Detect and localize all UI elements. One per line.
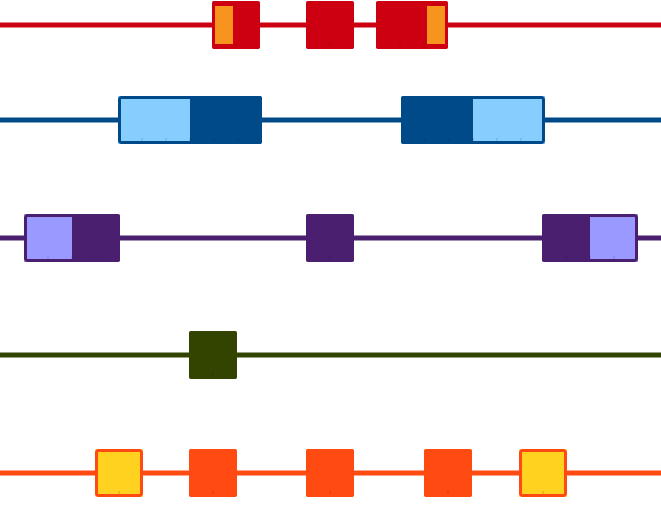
exon-5-5: [519, 449, 567, 497]
exon-5-1: [95, 449, 143, 497]
exon-outline: [519, 449, 567, 497]
track-4: [0, 331, 661, 379]
exon-1-2: [306, 1, 354, 49]
exon-utr-segment: [24, 214, 72, 262]
exon-outline: [212, 1, 260, 49]
exon-1-1: [212, 1, 260, 49]
exon-4-1: [189, 331, 237, 379]
exon-outline: [95, 449, 143, 497]
track-1: [0, 1, 661, 49]
exon-outline: [118, 96, 262, 144]
exon-outline: [306, 1, 354, 49]
exon-body: [306, 214, 354, 262]
exon-body: [424, 449, 472, 497]
exon-outline: [376, 1, 448, 49]
exon-body: [189, 331, 237, 379]
exon-outline: [401, 96, 545, 144]
exon-1-3: [376, 1, 448, 49]
exon-outline: [24, 214, 120, 262]
exon-body: [306, 1, 354, 49]
track-5: [0, 449, 661, 497]
exon-utr-segment: [427, 6, 445, 44]
exon-outline: [189, 449, 237, 497]
track-2: [0, 96, 661, 144]
exon-outline: [424, 449, 472, 497]
exon-5-4: [424, 449, 472, 497]
exon-utr-segment: [118, 96, 190, 144]
exon-3-1: [24, 214, 120, 262]
exon-body: [519, 449, 567, 497]
exon-2-2: [401, 96, 545, 144]
track-4-backbone: [0, 352, 661, 358]
exon-5-3: [306, 449, 354, 497]
track-3: [0, 214, 661, 262]
exon-utr-segment: [590, 214, 638, 262]
exon-body: [95, 449, 143, 497]
exon-outline: [189, 331, 237, 379]
exon-utr-segment: [215, 6, 233, 44]
exon-5-2: [189, 449, 237, 497]
exon-utr-segment: [473, 96, 545, 144]
track-2-backbone: [0, 117, 661, 123]
exon-outline: [542, 214, 638, 262]
exon-body: [306, 449, 354, 497]
exon-3-2: [306, 214, 354, 262]
exon-2-1: [118, 96, 262, 144]
exon-outline: [306, 214, 354, 262]
exon-3-3: [542, 214, 638, 262]
exon-body: [189, 449, 237, 497]
exon-outline: [306, 449, 354, 497]
